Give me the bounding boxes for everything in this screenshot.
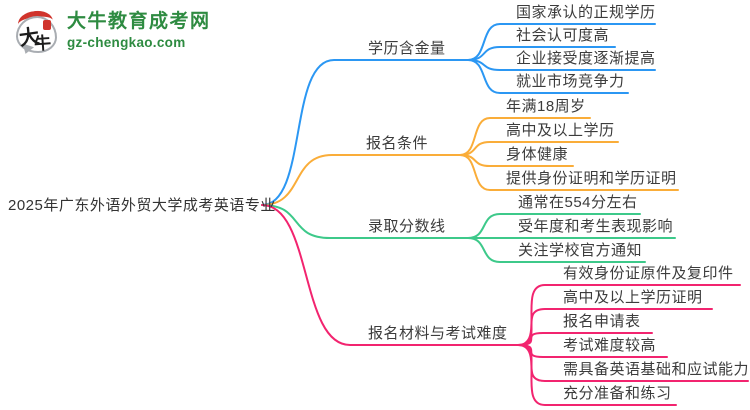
- logo-char-niu: 牛: [33, 33, 52, 54]
- root-node: 2025年广东外语外贸大学成考英语专业: [8, 197, 276, 214]
- daniu-bubble-icon: 大 牛: [14, 8, 60, 60]
- branch-4-child-1: 有效身份证原件及复印件: [563, 265, 734, 282]
- branch-3-child-2: 受年度和考生表现影响: [518, 218, 674, 235]
- branch-2-child-4-line: [459, 154, 679, 191]
- branch-4-child-6: 充分准备和练习: [563, 385, 672, 402]
- branch-3-child-3: 关注学校官方通知: [518, 242, 643, 259]
- branch-4-child-5: 需具备英语基础和应试能力: [563, 361, 750, 378]
- branch-1-label: 学历含金量: [368, 40, 446, 57]
- branch-4-child-2-line: [517, 308, 713, 346]
- branch-3-label: 录取分数线: [368, 218, 446, 235]
- branch-1-child-2: 社会认可度高: [516, 27, 610, 44]
- branch-3-child-3-line: [467, 237, 646, 263]
- branch-4-child-4: 考试难度较高: [563, 337, 657, 354]
- branch-1-trunk-line: [261, 59, 469, 206]
- branch-2-trunk-line: [261, 154, 461, 206]
- branch-4-trunk-line: [261, 204, 519, 346]
- branch-4-child-3: 报名申请表: [563, 313, 641, 330]
- site-logo: 大 牛 大牛教育成考网 gz-chengkao.com: [14, 8, 211, 60]
- logo-title: 大牛教育成考网: [67, 11, 211, 32]
- branch-4-child-1-line: [517, 284, 741, 346]
- branch-3-trunk-line: [261, 204, 469, 239]
- logo-red-seal: [43, 20, 51, 30]
- branch-3-child-1: 通常在554分左右: [518, 194, 638, 211]
- logo-subtitle: gz-chengkao.com: [67, 35, 186, 50]
- branch-4-label: 报名材料与考试难度: [368, 325, 508, 342]
- branch-2-child-1: 年满18周岁: [506, 98, 586, 115]
- logo-text-block: 大牛教育成考网 gz-chengkao.com: [67, 10, 211, 50]
- branch-2-label: 报名条件: [366, 135, 429, 152]
- branch-1-child-4-line: [467, 59, 629, 94]
- branch-2-child-2: 高中及以上学历: [506, 122, 615, 139]
- branch-4-child-2: 高中及以上学历证明: [563, 289, 703, 306]
- branch-4-child-6-line: [517, 344, 677, 406]
- branch-1-child-4: 就业市场竞争力: [516, 73, 625, 90]
- branch-1-child-1: 国家承认的正规学历: [516, 4, 656, 21]
- branch-2-child-3: 身体健康: [506, 146, 569, 163]
- branch-1-child-3: 企业接受度逐渐提高: [516, 50, 656, 67]
- branch-2-child-4: 提供身份证明和学历证明: [506, 170, 677, 187]
